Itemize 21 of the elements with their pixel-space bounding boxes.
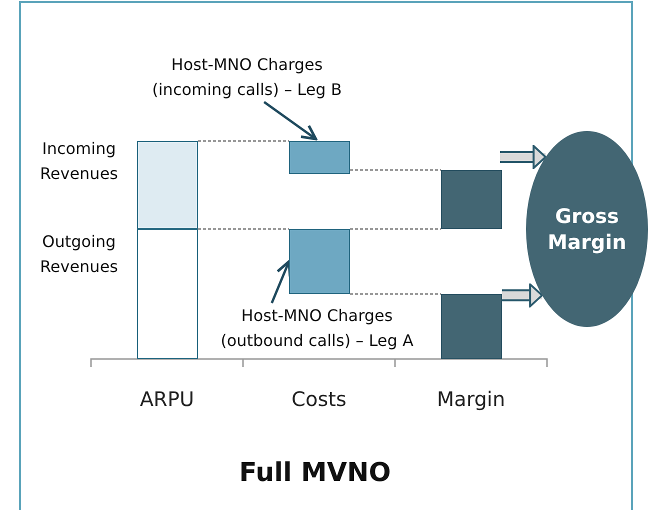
dashed-connector	[198, 140, 290, 142]
axis-category-label: Costs	[290, 387, 348, 411]
leader-arrow	[263, 101, 318, 140]
node-label: Gross Margin	[546, 203, 628, 255]
bar-segment	[441, 294, 502, 359]
bar-segment	[441, 170, 502, 229]
bar-segment	[289, 229, 350, 294]
annotation-text: Host-MNO Charges (incoming calls) – Leg B	[151, 54, 343, 101]
axis-category-label: Margin	[436, 387, 506, 411]
dashed-connector	[350, 228, 442, 230]
axis-category-label: ARPU	[138, 387, 196, 411]
leader-arrow	[270, 260, 292, 304]
bar-segment	[137, 229, 198, 359]
dashed-connector	[350, 170, 442, 171]
bar-segment	[289, 141, 350, 174]
bar-label: Incoming Revenues	[38, 138, 119, 185]
annotation-text: Host-MNO Charges (outbound calls) – Leg A	[220, 305, 414, 352]
caption: Full MVNO	[238, 458, 392, 488]
dashed-connector	[198, 228, 290, 230]
bar-segment	[137, 141, 198, 229]
bar-label: Outgoing Revenues	[38, 231, 119, 278]
